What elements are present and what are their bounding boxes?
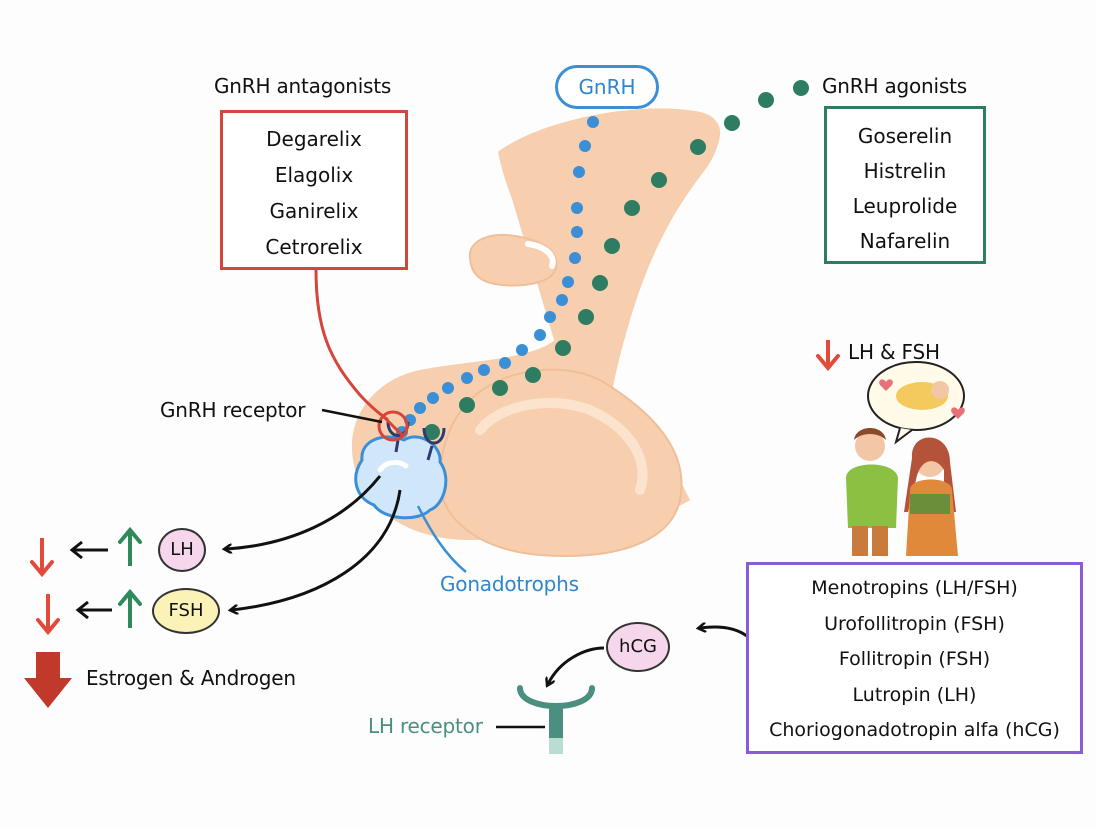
agonists-box: Goserelin Histrelin Leuprolide Nafarelin [824,106,986,264]
gonadotropin-item: Choriogonadotropin alfa (hCG) [769,719,1060,741]
estrogen-androgen-label: Estrogen & Androgen [86,666,296,690]
cell-to-fsh-arrow [232,489,402,610]
gonadotropin-item: Lutropin (LH) [852,683,977,706]
gonadotroph-cell [354,410,448,520]
antagonist-item: Cetrorelix [265,235,363,259]
gnrh-label: GnRH [555,65,659,109]
couple-illustration [846,361,965,556]
lh-receptor-label: LH receptor [368,714,483,738]
hcg-to-receptor-arrow [548,646,605,684]
gnrh-receptor-label: GnRH receptor [160,398,306,422]
antagonist-item: Elagolix [274,163,354,187]
estrogen-down-arrow-icon [24,652,72,708]
cell-to-lh-arrow [226,475,382,549]
gonadotropins-box: Menotropins (LH/FSH) Urofollitropin (FSH… [746,562,1083,754]
antagonists-box: Degarelix Elagolix Ganirelix Cetrorelix [220,110,408,270]
lh-bubble: LH [158,528,206,572]
agonist-item: Nafarelin [859,229,951,253]
fsh-effect-row [36,588,142,636]
agonist-item: Goserelin [857,124,953,148]
receptor-pointer-line [321,408,383,424]
agonists-title: GnRH agonists [822,74,967,98]
gonadotropin-item: Urofollitropin (FSH) [824,612,1005,635]
agonist-item: Leuprolide [852,194,958,218]
antagonist-item: Degarelix [266,127,362,151]
gnrh-dot-trail [396,116,599,438]
hcg-bubble: hCG [606,622,670,672]
posterior-lobe-highlight [475,397,648,495]
lh-receptor-icon [517,685,595,754]
antagonist-connector [314,269,389,422]
lh-fsh-decrease-label: LH & FSH [848,340,940,364]
gonadotrophs-label: Gonadotrophs [440,572,579,596]
fsh-bubble: FSH [152,588,220,634]
agonist-receptor-cup [422,427,446,445]
gonadotropin-item: Menotropins (LH/FSH) [811,577,1018,599]
mammillary-bump-highlight [525,241,556,269]
lh-fsh-down-arrow-icon [816,340,840,372]
gonadotropin-item: Follitropin (FSH) [838,648,991,670]
agonist-item: Histrelin [863,159,947,183]
heart-icon [951,407,965,419]
antagonist-item: Ganirelix [269,199,359,223]
gonadotrophs-pointer [416,505,467,573]
lh-effect-row [30,526,142,578]
antagonists-title: GnRH antagonists [214,74,392,98]
agonist-dot-trail [424,80,809,440]
heart-icon [879,379,893,391]
